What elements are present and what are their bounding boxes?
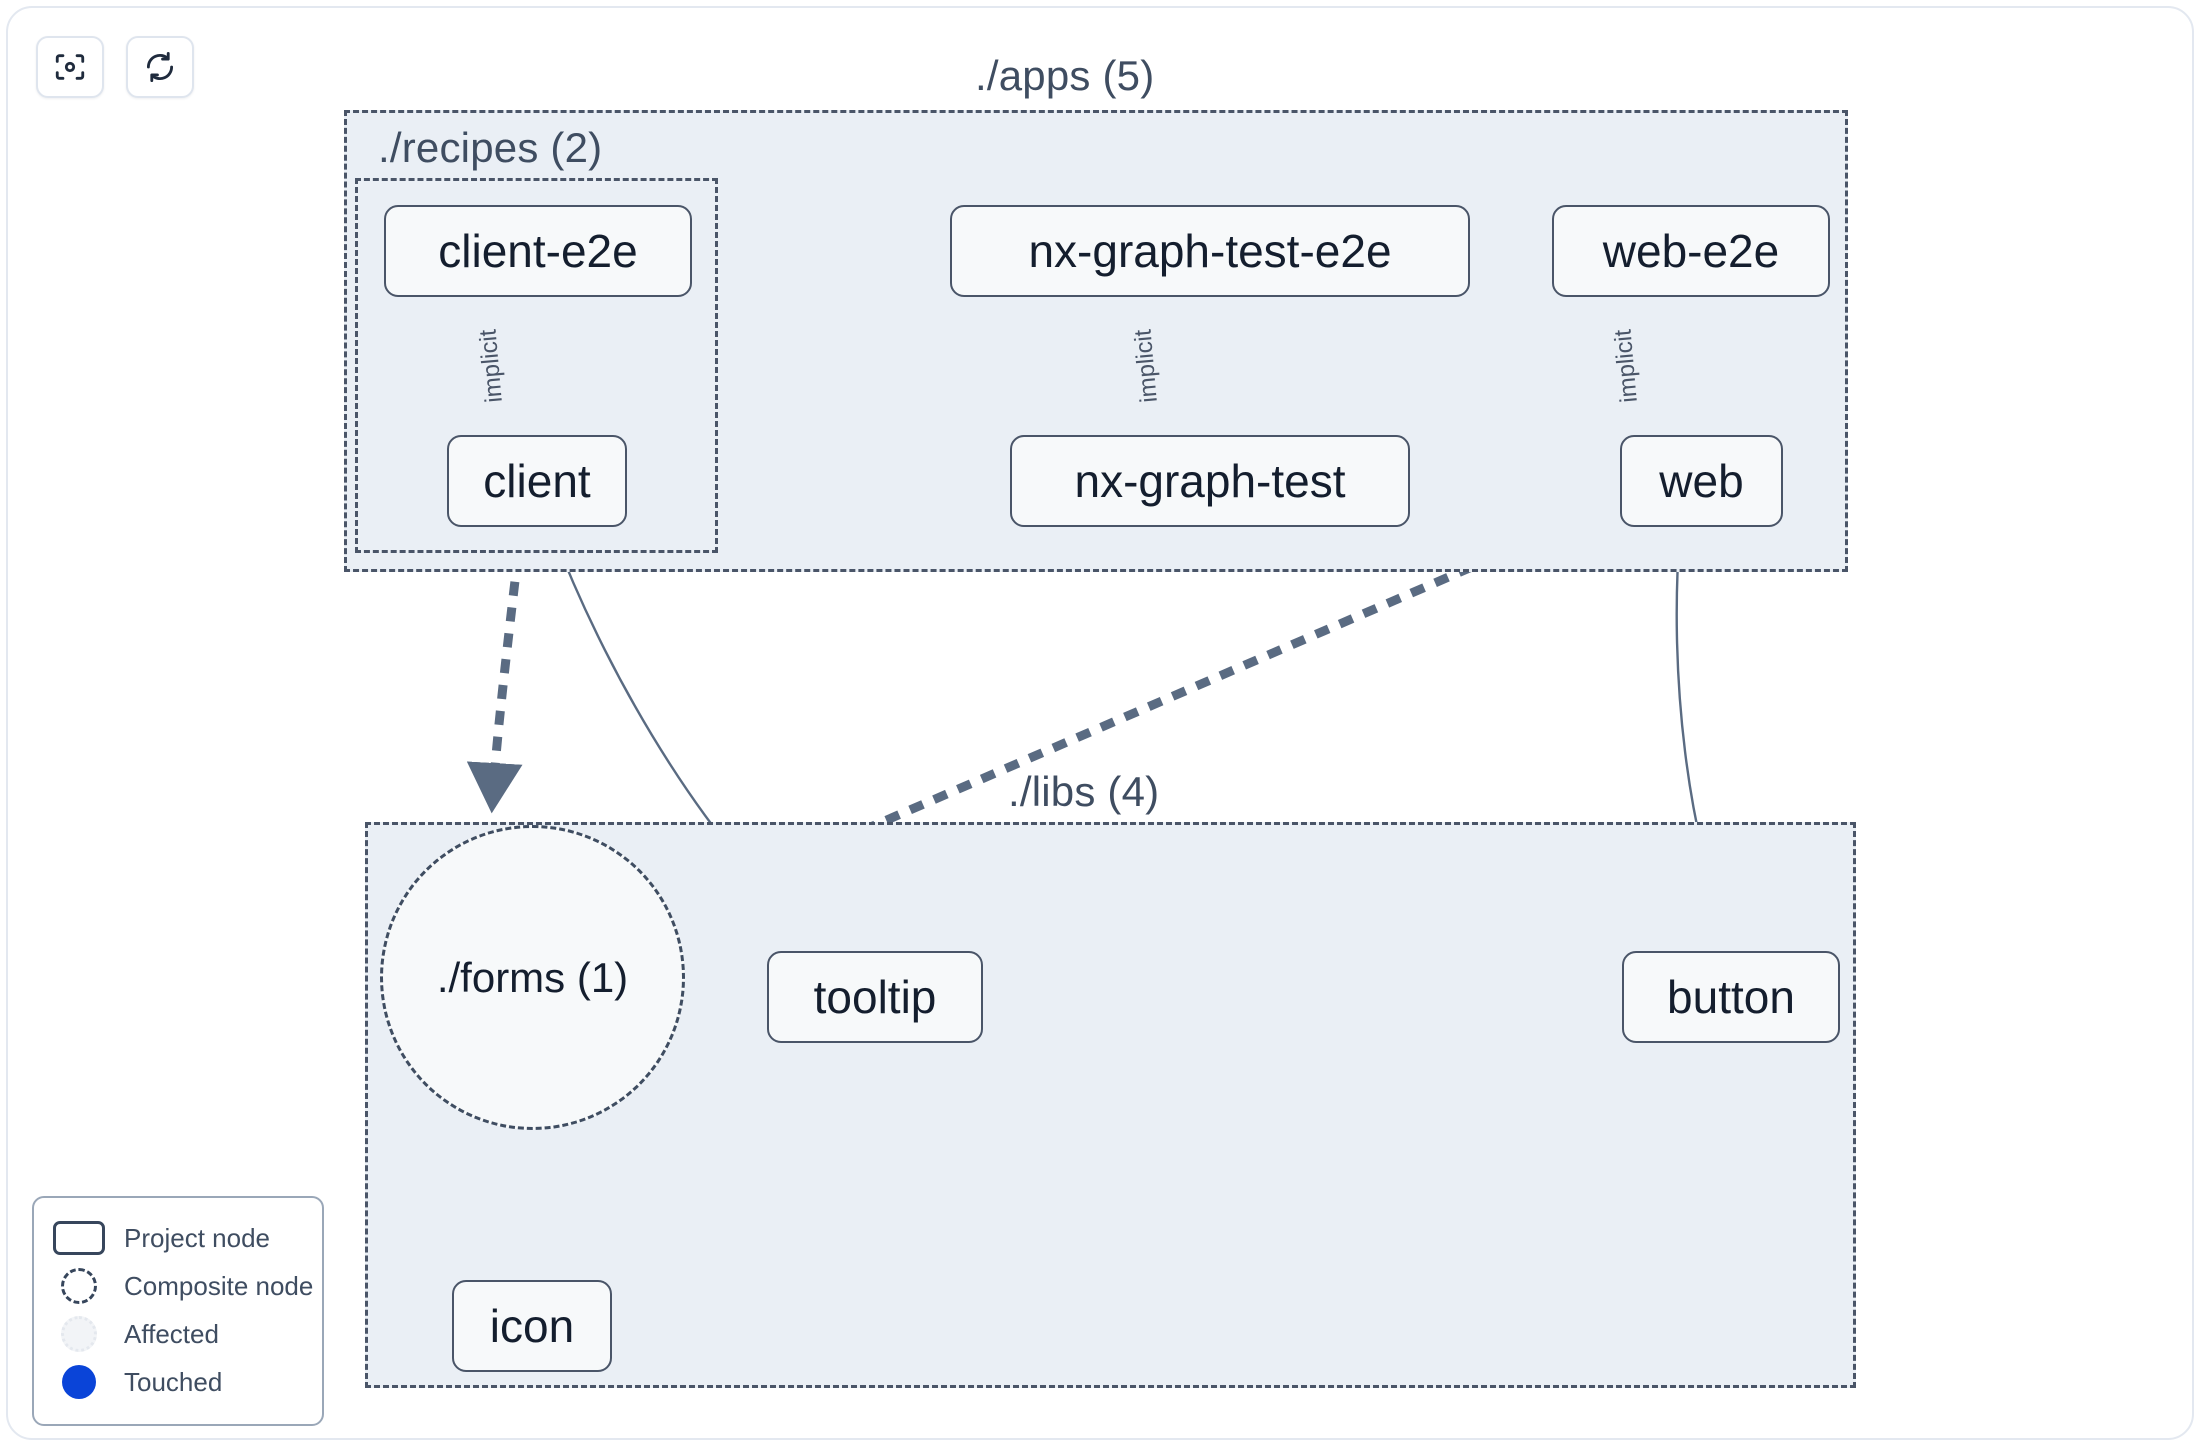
node-icon[interactable]: icon <box>452 1280 612 1372</box>
composite-node-icon <box>52 1267 106 1305</box>
affected-node-icon <box>52 1315 106 1353</box>
viewfinder-focus-icon <box>53 50 87 84</box>
legend-label-touched: Touched <box>124 1366 223 1397</box>
node-tooltip[interactable]: tooltip <box>767 951 983 1043</box>
group-label-recipes: ./recipes (2) <box>378 124 603 171</box>
legend-label-project-node: Project node <box>124 1222 270 1253</box>
node-client-e2e[interactable]: client-e2e <box>384 205 692 297</box>
focus-graph-button[interactable] <box>36 36 104 98</box>
graph-toolbar <box>36 36 194 98</box>
reload-graph-button[interactable] <box>126 36 194 98</box>
legend-item-affected: Affected <box>52 1310 304 1358</box>
group-label-apps: ./apps (5) <box>975 52 1155 99</box>
node-forms-composite[interactable]: ./forms (1) <box>380 825 685 1130</box>
legend-label-composite-node: Composite node <box>124 1270 314 1301</box>
node-button[interactable]: button <box>1622 951 1840 1043</box>
refresh-icon <box>143 50 177 84</box>
legend-item-composite-node: Composite node <box>52 1262 313 1310</box>
touched-node-icon <box>52 1363 106 1401</box>
group-label-libs: ./libs (4) <box>1008 768 1160 815</box>
project-node-icon <box>52 1219 106 1257</box>
legend-item-project-node: Project node <box>52 1214 304 1262</box>
node-client[interactable]: client <box>447 435 627 527</box>
legend-label-affected: Affected <box>124 1318 219 1349</box>
node-web-e2e[interactable]: web-e2e <box>1552 205 1830 297</box>
legend-item-touched: Touched <box>52 1358 304 1406</box>
node-nx-graph-test[interactable]: nx-graph-test <box>1010 435 1410 527</box>
node-web[interactable]: web <box>1620 435 1783 527</box>
node-nx-graph-test-e2e[interactable]: nx-graph-test-e2e <box>950 205 1470 297</box>
graph-legend: Project node Composite node Affected Tou… <box>32 1196 324 1426</box>
